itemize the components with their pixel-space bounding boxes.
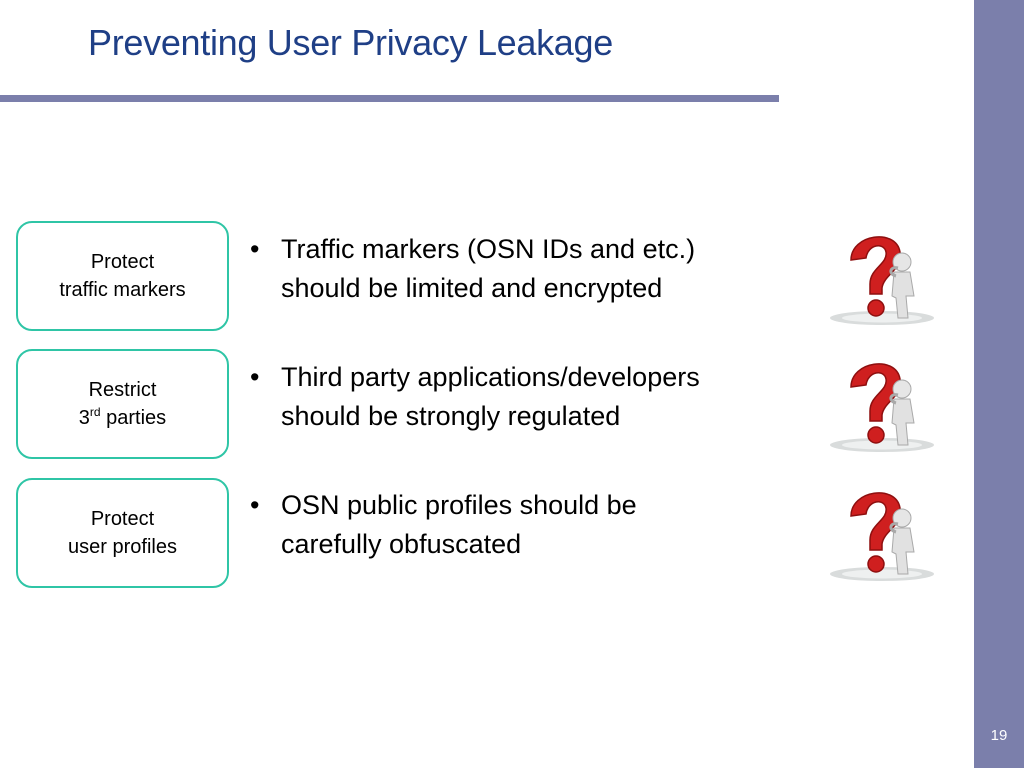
bullet-line: Third party applications/developers — [281, 362, 700, 392]
bullet-item: • Third party applications/developers sh… — [250, 358, 830, 436]
ordinal-number: 3 — [78, 407, 90, 429]
bullet-dot: • — [250, 362, 260, 392]
box-restrict-3rd-parties: Restrict 3rd parties — [16, 349, 229, 459]
box-line: Restrict — [88, 379, 157, 401]
bullet-line: OSN public profiles should be — [281, 490, 637, 520]
bullet-list: • Traffic markers (OSN IDs and etc.) sho… — [250, 230, 830, 614]
bullet-item: • Traffic markers (OSN IDs and etc.) sho… — [250, 230, 830, 308]
bullet-line: should be strongly regulated — [281, 401, 621, 431]
bullet-line: carefully obfuscated — [281, 529, 522, 559]
box-line: Protect — [90, 508, 155, 530]
question-mark-person-icon — [830, 363, 934, 452]
page-title: Preventing User Privacy Leakage — [88, 22, 613, 63]
bullet-line: Traffic markers (OSN IDs and etc.) — [281, 234, 696, 264]
side-bar — [974, 0, 1024, 768]
box-line: user profiles — [68, 536, 177, 558]
box-line: traffic markers — [59, 279, 186, 301]
page-number: 19 — [990, 727, 1008, 744]
box-protect-user-profiles: Protect user profiles — [16, 478, 229, 588]
box-protect-traffic-markers: Protect traffic markers — [16, 221, 229, 331]
ordinal-suffix: rd — [89, 405, 101, 419]
title-divider — [0, 95, 779, 102]
bullet-line: should be limited and encrypted — [281, 273, 663, 303]
box-line: 3rd parties — [79, 404, 166, 432]
box-line-rest: parties — [100, 407, 167, 429]
question-mark-person-icon — [830, 492, 934, 581]
bullet-dot: • — [250, 234, 260, 264]
bullet-item: • OSN public profiles should be carefull… — [250, 486, 830, 564]
bullet-dot: • — [250, 490, 260, 520]
question-mark-person-icon — [830, 236, 934, 325]
box-line: Protect — [90, 251, 155, 273]
